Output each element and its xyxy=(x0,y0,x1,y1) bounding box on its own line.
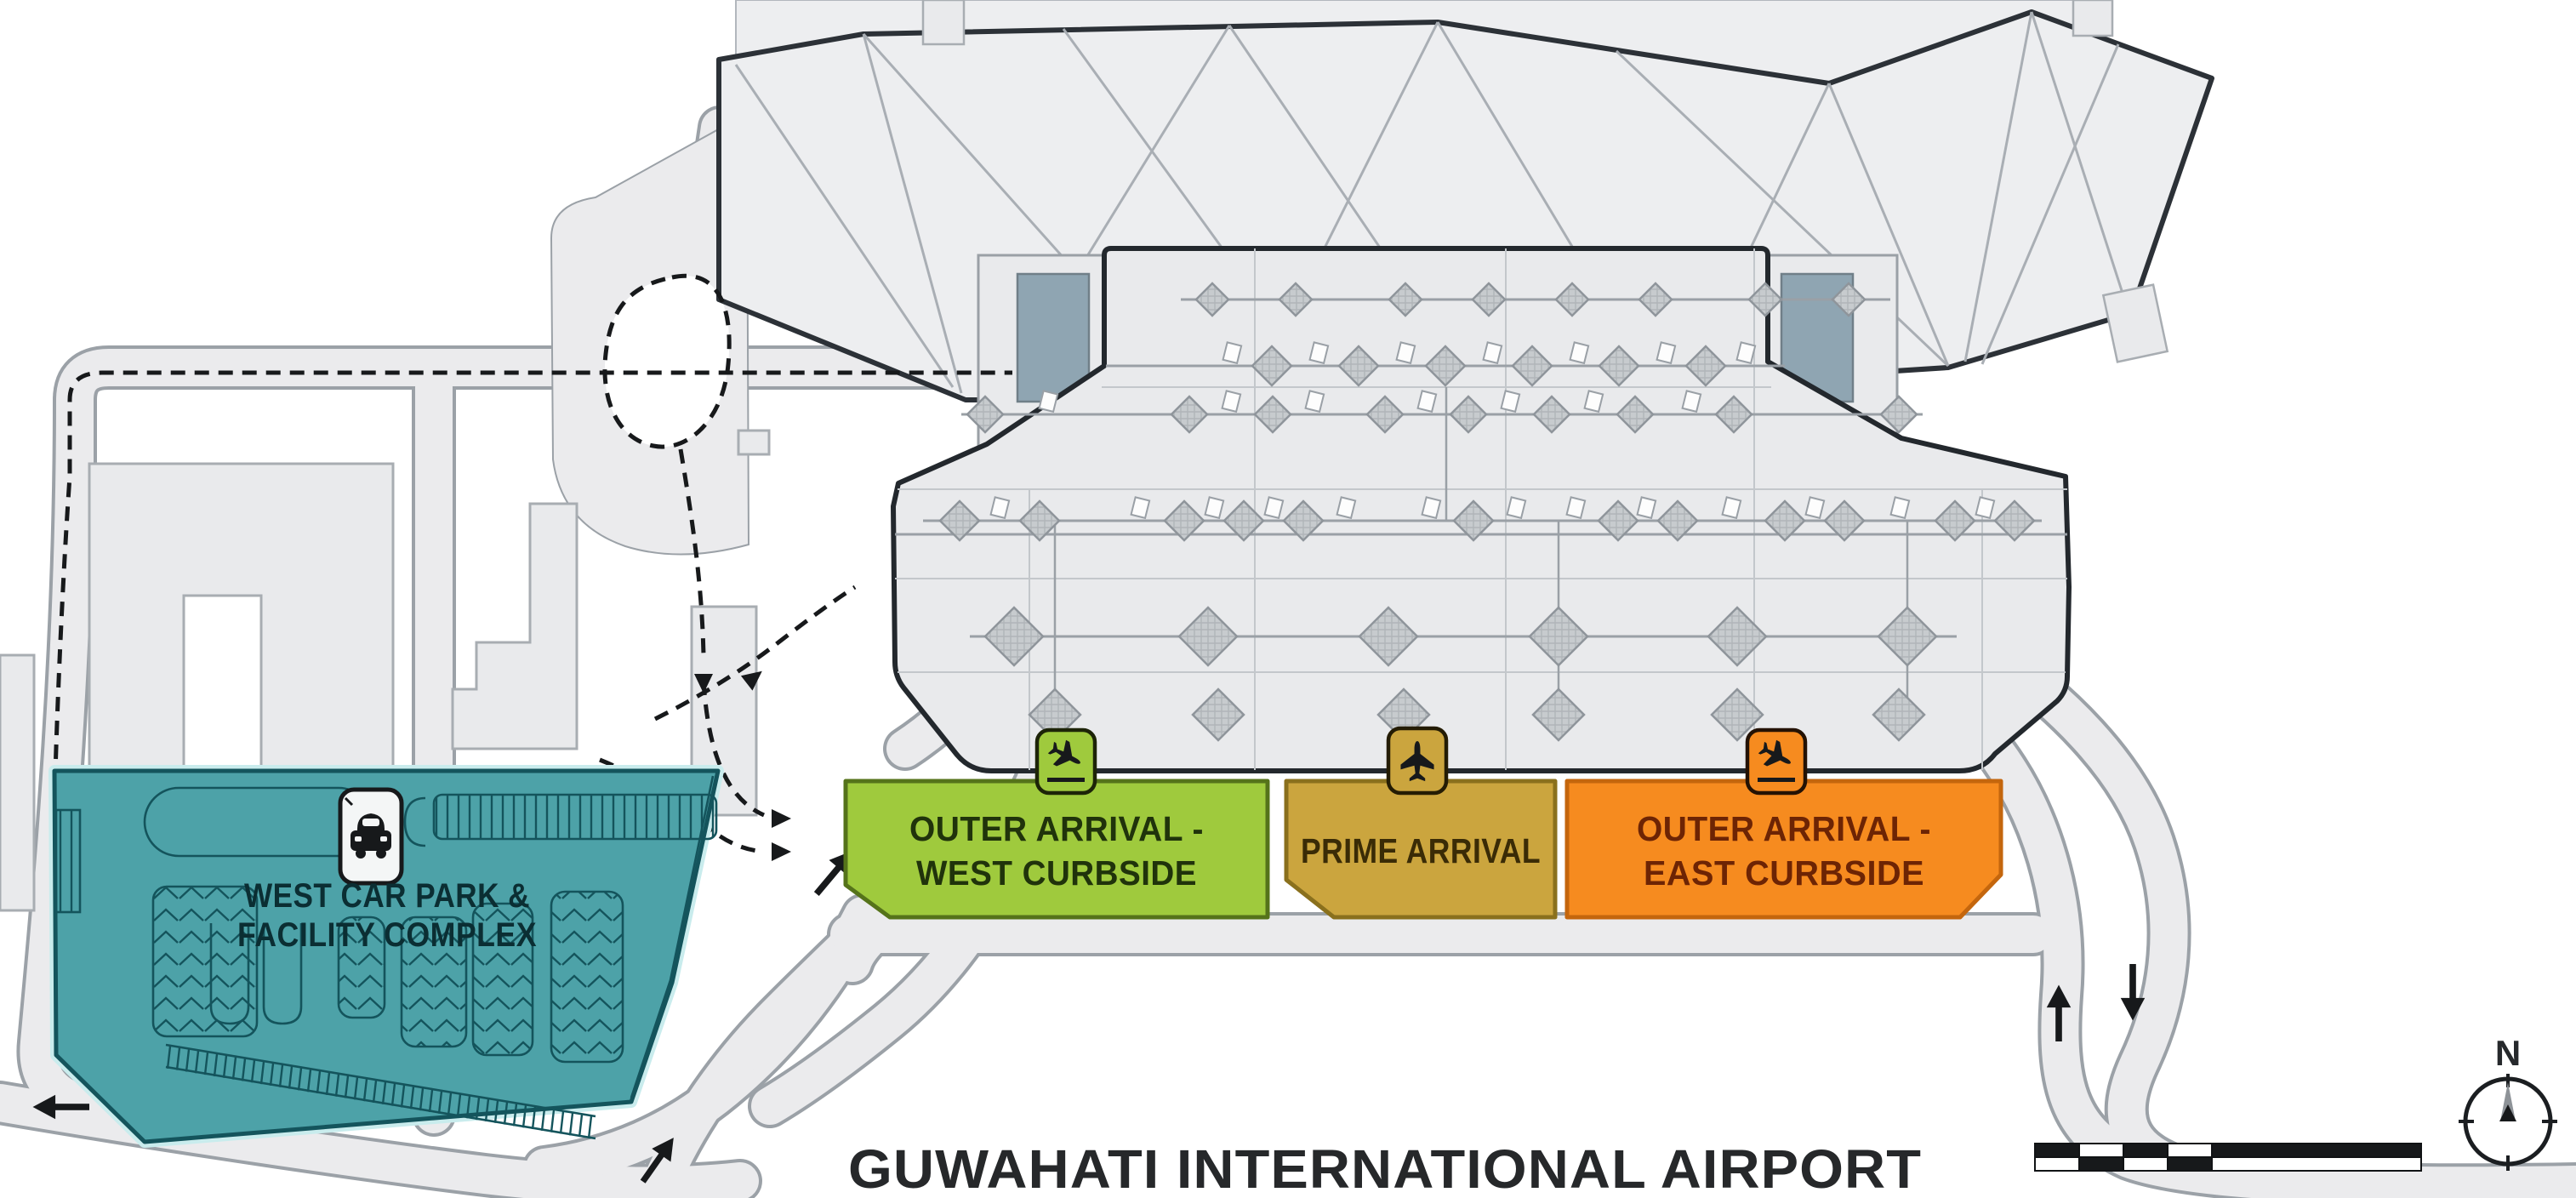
arrow-left-icon xyxy=(32,1094,90,1120)
roof-tab xyxy=(921,0,966,46)
car-park-label-line1: WEST CAR PARK & xyxy=(244,877,530,915)
badge-arrival-east xyxy=(1745,727,1808,796)
car-park-badge xyxy=(338,787,404,886)
zone-label-line2: EAST CURBSIDE xyxy=(1644,853,1924,893)
traffic-island xyxy=(604,276,730,448)
roof-annex xyxy=(2101,283,2169,363)
building xyxy=(0,653,36,912)
zone-prime-arrival: PRIME ARRIVAL xyxy=(1284,779,1558,920)
zone-label-line1: OUTER ARRIVAL - xyxy=(1637,809,1931,848)
compass-rose-icon: N xyxy=(2459,1033,2557,1171)
map-title: GUWAHATI INTERNATIONAL AIRPORT xyxy=(848,1138,1922,1198)
compass-north-label: N xyxy=(2495,1033,2521,1073)
plane-icon xyxy=(1400,741,1434,782)
car-park-label-line2: FACILITY COMPLEX xyxy=(237,916,537,954)
route-arrowheads xyxy=(694,670,791,861)
arrow-up-icon xyxy=(2046,984,2072,1041)
roof-tab xyxy=(2072,0,2114,37)
plane-landing-icon xyxy=(1047,739,1085,782)
badge-arrival-west xyxy=(1034,727,1097,796)
arrival-zones: OUTER ARRIVAL - WEST CURBSIDE PRIME ARRI… xyxy=(843,726,2003,920)
zone-outer-arrival-west: OUTER ARRIVAL - WEST CURBSIDE xyxy=(843,779,1270,920)
badge-prime-arrival xyxy=(1386,726,1449,796)
zone-label-line2: WEST CURBSIDE xyxy=(916,853,1197,893)
zone-label-line1: PRIME ARRIVAL xyxy=(1301,831,1541,870)
terminal-building xyxy=(891,246,2072,773)
zone-label-line1: OUTER ARRIVAL - xyxy=(909,809,1204,848)
plane-landing-icon xyxy=(1758,739,1795,782)
scale-bar xyxy=(2034,1143,2422,1172)
west-car-park-zone: WEST CAR PARK & FACILITY COMPLEX xyxy=(48,765,724,1148)
zone-outer-arrival-east: OUTER ARRIVAL - EAST CURBSIDE xyxy=(1564,779,2003,920)
building xyxy=(737,429,771,456)
building xyxy=(451,502,578,750)
car-icon xyxy=(344,796,391,859)
arrow-up-right-icon xyxy=(640,1138,674,1184)
car-park-markings xyxy=(54,775,718,1140)
arrow-down-icon xyxy=(2120,964,2146,1021)
terminal-skylights xyxy=(923,282,2042,742)
window-panel xyxy=(1016,272,1091,403)
